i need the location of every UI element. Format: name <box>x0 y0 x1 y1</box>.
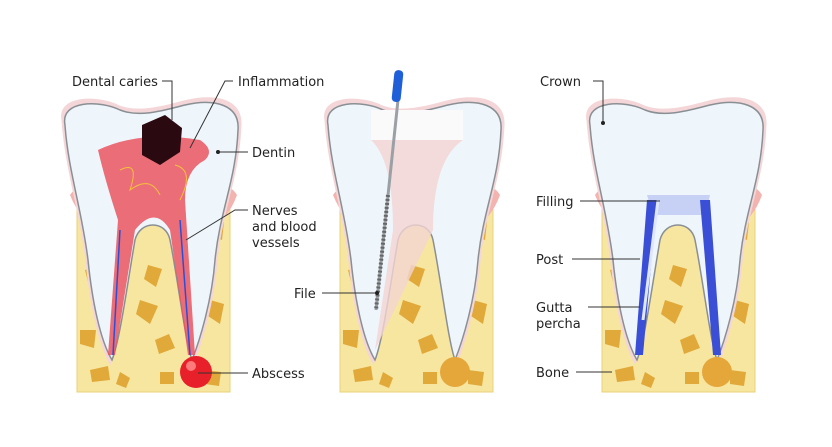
file-handle <box>391 70 404 103</box>
leader-line <box>189 80 233 149</box>
filling <box>647 195 710 215</box>
blood-vessels <box>112 219 191 356</box>
post <box>641 199 660 321</box>
label-post: Post <box>536 253 563 268</box>
root-apex <box>702 357 732 387</box>
panel-restored-tooth <box>586 97 767 393</box>
label-gutta-percha-2: percha <box>536 317 581 332</box>
label-bone: Bone <box>536 366 569 381</box>
label-gutta-percha: Gutta <box>536 301 572 316</box>
nerves <box>119 164 187 201</box>
panel-infected-tooth <box>61 97 242 393</box>
leader-line <box>593 80 604 123</box>
leader-dot <box>375 291 379 295</box>
gutta-percha <box>635 200 721 355</box>
abscess <box>180 356 212 388</box>
dental-caries <box>142 115 182 165</box>
label-nerves-3: vessels <box>252 236 300 251</box>
label-nerves: Nerves <box>252 204 298 219</box>
root-apex <box>440 357 470 387</box>
leader-line <box>185 209 248 241</box>
label-crown: Crown <box>540 75 581 90</box>
leader-line <box>162 80 173 120</box>
label-nerves-2: and blood <box>252 220 317 235</box>
label-abscess: Abscess <box>252 367 305 382</box>
label-dental-caries: Dental caries <box>72 75 158 90</box>
label-dentin: Dentin <box>252 146 295 161</box>
leader-dot <box>601 121 605 125</box>
leader-dot <box>216 150 220 154</box>
abscess-highlight <box>186 361 196 371</box>
label-inflammation: Inflammation <box>238 75 324 90</box>
pulp-chamber <box>371 118 463 350</box>
endodontic-file <box>374 70 404 311</box>
label-file: File <box>294 287 316 302</box>
label-filling: Filling <box>536 195 573 210</box>
pulp <box>98 136 209 355</box>
access-opening <box>371 110 463 140</box>
panel-cleaning-tooth <box>324 97 505 393</box>
